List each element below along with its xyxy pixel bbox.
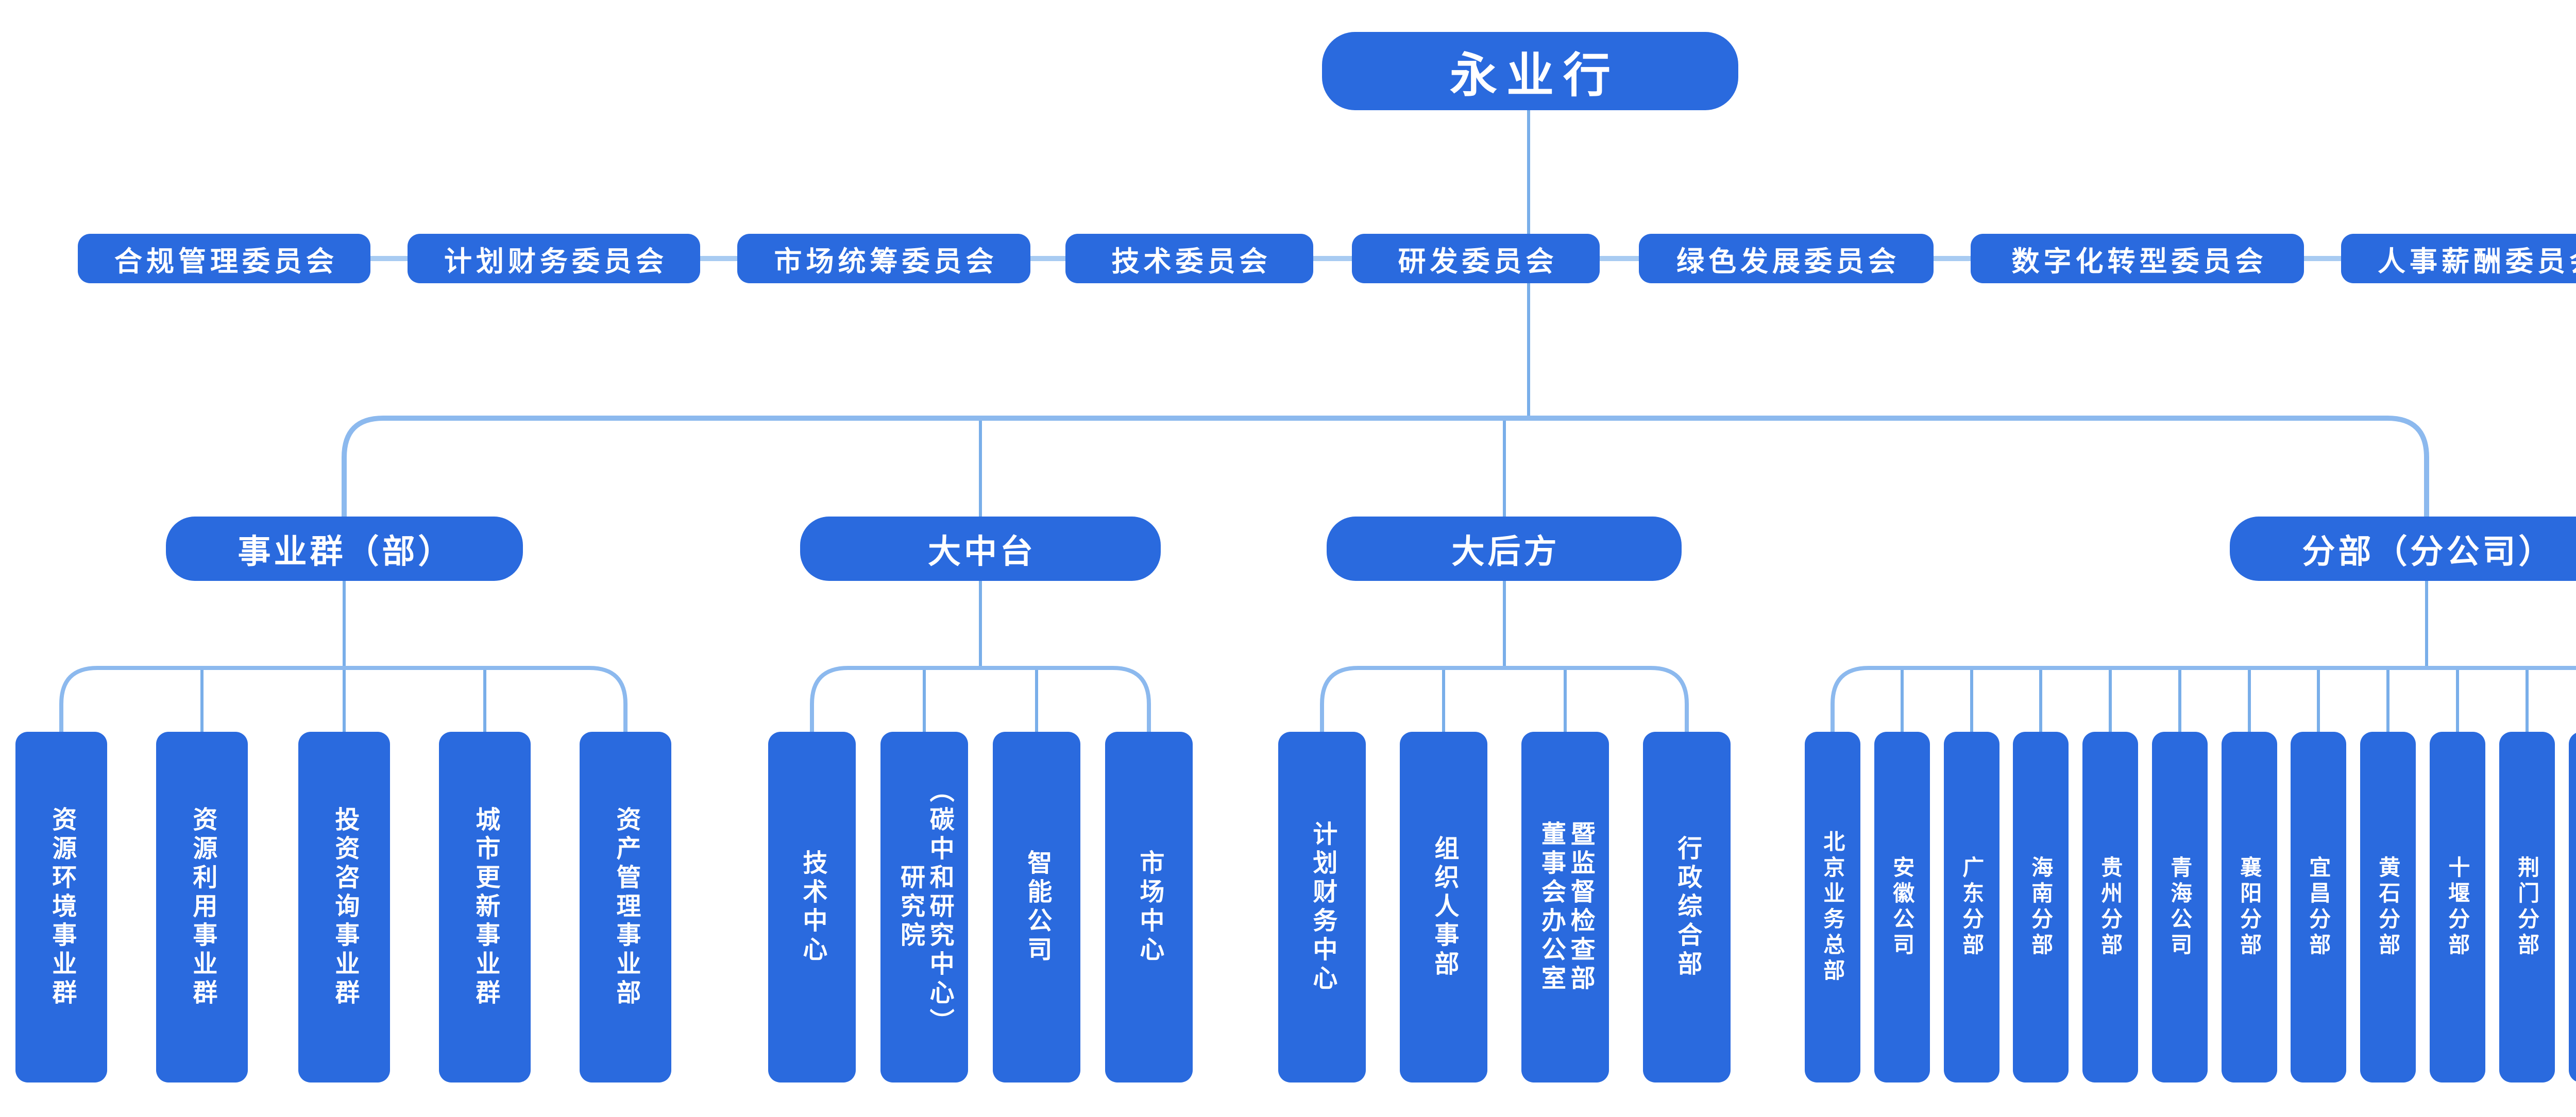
- leaf-node-label: 计划财务中心: [1309, 820, 1336, 994]
- committee-node: 绿色发展委员会: [1639, 234, 1934, 283]
- leaf-node: 青海公司: [2152, 732, 2208, 1082]
- leaf-node-label: 襄阳分部: [2237, 855, 2262, 959]
- leaf-node: 计划财务中心: [1278, 732, 1366, 1082]
- leaf-node: 宜昌分部: [2291, 732, 2346, 1082]
- leaf-node-label: 黄石分部: [2376, 855, 2400, 959]
- leaf-node-label: 行政综合部: [1673, 835, 1701, 979]
- leaf-node: 贵州分部: [2082, 732, 2138, 1082]
- leaf-node: 海南分部: [2013, 732, 2069, 1082]
- leaf-node-label: 青海公司: [2167, 855, 2192, 959]
- leaf-node-label: 十堰分部: [2445, 855, 2470, 959]
- leaf-node: 安徽公司: [1874, 732, 1930, 1082]
- leaf-node: 投资咨询事业群: [298, 732, 390, 1082]
- leaf-node-label: 荆门分部: [2515, 855, 2539, 959]
- leaf-node-label: 北京业务总部: [1820, 830, 1845, 985]
- leaf-node: 行政综合部: [1643, 732, 1731, 1082]
- leaf-node: 襄阳分部: [2222, 732, 2277, 1082]
- leaf-node-label: 市场中心: [1136, 849, 1163, 965]
- committee-node: 计划财务委员会: [408, 234, 700, 283]
- leaf-node-label: 贵州分部: [2098, 855, 2123, 959]
- committee-node: 合规管理委员会: [78, 234, 370, 283]
- committee-node: 人事薪酬委员会: [2341, 234, 2576, 283]
- branch-header-node: 大中台: [800, 517, 1161, 581]
- leaf-node: 鄂州分部: [2569, 732, 2576, 1082]
- leaf-node: 技术中心: [768, 732, 856, 1082]
- branch-header-node: 分部（分公司）: [2230, 517, 2576, 581]
- leaf-node: 智能公司: [993, 732, 1080, 1082]
- committee-node: 市场统筹委员会: [737, 234, 1030, 283]
- leaf-node: 资产管理事业部: [580, 732, 671, 1082]
- committee-node: 数字化转型委员会: [1971, 234, 2304, 283]
- leaf-node-label: 董事会办公室 暨监督检查部: [1537, 820, 1594, 994]
- leaf-node: 北京业务总部: [1805, 732, 1860, 1082]
- leaf-node-label: 海南分部: [2028, 855, 2053, 959]
- leaf-node: 荆门分部: [2499, 732, 2555, 1082]
- leaf-node: 广东分部: [1944, 732, 1999, 1082]
- leaf-node-label: 智能公司: [1023, 849, 1051, 965]
- branch-distribution-lines: [59, 666, 2576, 732]
- leaf-node-label: 资产管理事业部: [612, 806, 640, 1008]
- leaf-node-label: 宜昌分部: [2306, 855, 2331, 959]
- main-distribution-line: [342, 416, 2429, 518]
- leaf-node: 组织人事部: [1400, 732, 1487, 1082]
- root-node: 永业行: [1322, 32, 1738, 110]
- leaf-node-label: 安徽公司: [1890, 855, 1914, 959]
- leaf-node-label: 城市更新事业群: [471, 806, 499, 1008]
- committee-node: 技术委员会: [1065, 234, 1313, 283]
- leaf-node: 董事会办公室 暨监督检查部: [1521, 732, 1609, 1082]
- committee-node: 研发委员会: [1352, 234, 1600, 283]
- leaf-node: 研究院 （碳中和研究中心）: [880, 732, 968, 1082]
- leaf-node-label: 组织人事部: [1430, 835, 1458, 979]
- leaf-node-label: 资源利用事业群: [189, 806, 216, 1008]
- branch-header-node: 事业群（部）: [166, 517, 523, 581]
- leaf-node: 黄石分部: [2360, 732, 2416, 1082]
- leaf-node: 十堰分部: [2430, 732, 2485, 1082]
- leaf-node: 资源环境事业群: [15, 732, 107, 1082]
- leaf-node-label: 投资咨询事业群: [331, 806, 359, 1008]
- leaf-node: 城市更新事业群: [439, 732, 531, 1082]
- trunk-and-stub-lines: [200, 110, 2529, 732]
- leaf-node: 资源利用事业群: [156, 732, 248, 1082]
- leaf-node-label: 资源环境事业群: [48, 806, 76, 1008]
- branch-header-node: 大后方: [1327, 517, 1682, 581]
- leaf-node-label: 研究院 （碳中和研究中心）: [896, 777, 953, 1037]
- leaf-node: 市场中心: [1105, 732, 1193, 1082]
- leaf-node-label: 广东分部: [1959, 855, 1984, 959]
- leaf-node-label: 技术中心: [799, 849, 826, 965]
